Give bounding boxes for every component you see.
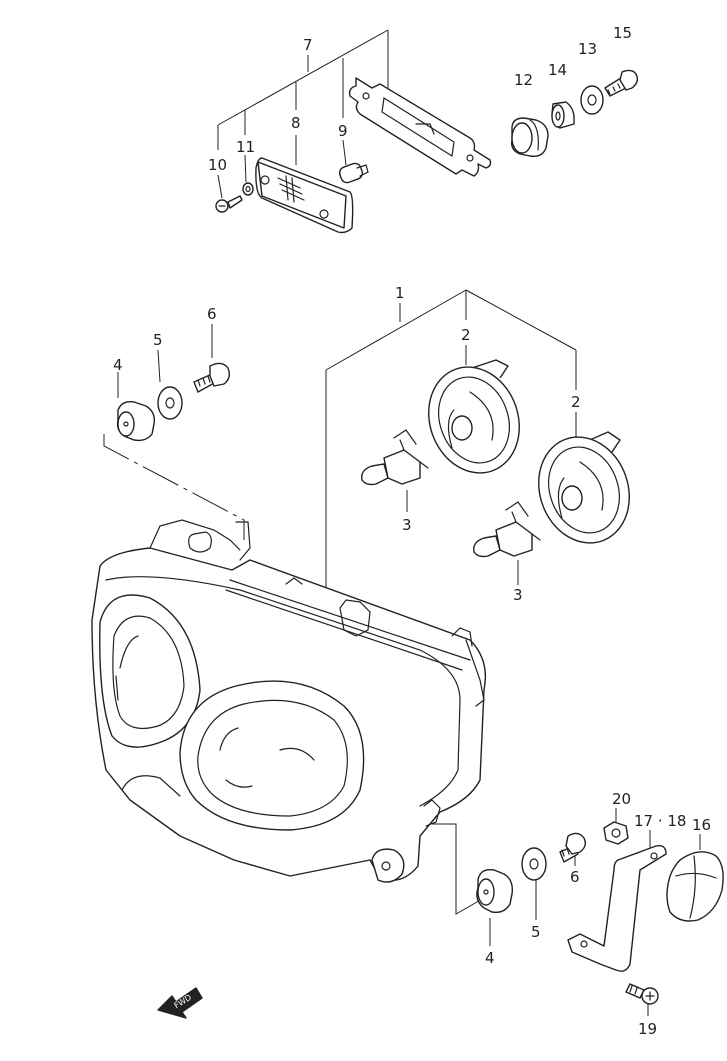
part-4-grommet-lower [476,869,514,914]
label-1: 1 [395,284,405,302]
callout-labels: 1 2 2 3 3 4 5 6 7 8 9 10 11 12 13 14 15 … [113,24,711,1038]
leader-lines-top [217,29,389,199]
label-3a: 3 [402,516,412,534]
part-5-washer-upper [157,386,183,420]
fwd-arrow-icon: FWD [157,987,203,1019]
label-6a: 6 [207,305,217,323]
part-3-bulb-upper [361,429,429,486]
part-6-bolt-upper [193,362,231,393]
label-17-18: 17 · 18 [634,812,686,830]
part-19-screw [625,983,659,1005]
part-4-grommet-upper [116,400,156,442]
label-2a: 2 [461,326,471,344]
headlight-assembly [91,519,487,883]
label-13: 13 [578,40,597,58]
part-5-washer-lower [521,847,547,881]
part-9-bulb [338,162,369,184]
label-6b: 6 [570,868,580,886]
part-16-cap [666,851,724,922]
label-10: 10 [208,156,227,174]
label-12: 12 [514,71,533,89]
label-3b: 3 [513,586,523,604]
part-20-nut [603,821,629,845]
part-17-18-bracket [567,844,667,972]
label-8: 8 [291,114,301,132]
leader-lines-mid [325,289,577,605]
leader-lines-bottom [432,808,701,1016]
label-4b: 4 [485,949,495,967]
part-13-washer [580,85,604,115]
label-5a: 5 [153,331,163,349]
label-7: 7 [303,36,313,54]
label-11: 11 [236,138,255,156]
label-2b: 2 [571,393,581,411]
part-3-bulb-lower [473,501,541,558]
label-19: 19 [638,1020,657,1038]
label-16: 16 [692,816,711,834]
label-5b: 5 [531,923,541,941]
leader-lines-left [103,324,245,540]
label-4a: 4 [113,356,123,374]
label-9: 9 [338,122,348,140]
label-20: 20 [612,790,631,808]
label-14: 14 [548,61,567,79]
part-7-bracket [348,77,492,177]
part-2-cover-upper [428,359,520,474]
part-10-screw [215,195,243,213]
part-2-cover-lower [538,431,630,544]
part-11-washer [242,182,254,196]
part-6-bolt-lower [559,832,587,863]
part-8-reflector [255,157,354,234]
part-15-bolt [604,69,639,97]
part-14-collar [551,101,575,129]
label-15: 15 [613,24,632,42]
part-12-grommet [510,117,549,158]
